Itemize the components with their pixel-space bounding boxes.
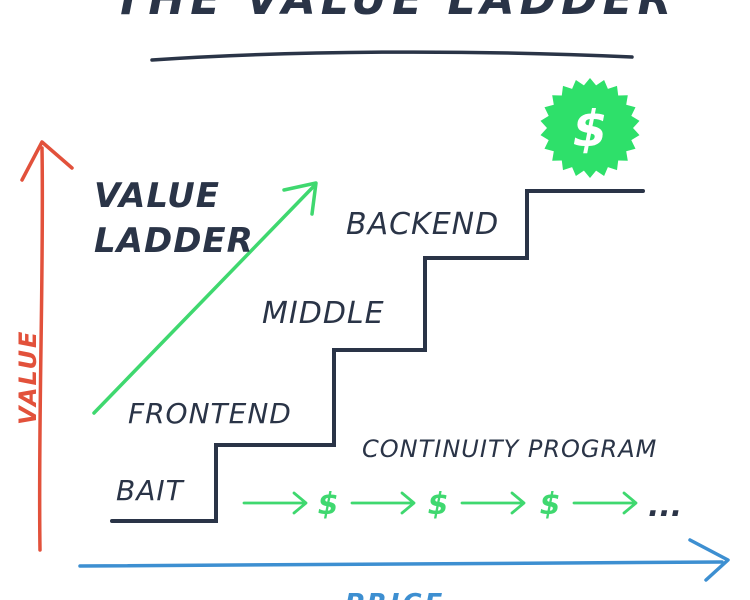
flow-arrow xyxy=(572,491,638,515)
flow-dollar: $ xyxy=(540,487,561,522)
flow-dollar: $ xyxy=(318,487,339,522)
flow-ellipsis: ... xyxy=(648,489,682,524)
diagram-title: THE VALUE LADDER xyxy=(113,0,676,25)
y-axis xyxy=(37,146,45,552)
title-underline xyxy=(150,50,634,62)
dollar-badge-icon: $ xyxy=(540,78,640,178)
step-label-frontend: FRONTEND xyxy=(128,397,292,430)
flow-arrow xyxy=(350,491,416,515)
step-label-middle: MIDDLE xyxy=(262,296,385,331)
x-axis xyxy=(78,560,724,568)
growth-arrow xyxy=(92,184,316,415)
continuity-label: CONTINUITY PROGRAM xyxy=(362,435,657,463)
ladder-label-line-1: VALUE xyxy=(94,176,220,216)
continuity-flow: $ $ $ ... xyxy=(242,487,682,524)
badge-dollar: $ xyxy=(573,100,608,158)
growth-arrowhead xyxy=(282,181,318,216)
staircase xyxy=(110,189,645,523)
flow-arrow xyxy=(460,491,526,515)
y-axis-arrowhead xyxy=(20,140,74,182)
ladder-label-line-2: LADDER xyxy=(94,221,254,261)
x-axis-label: PRICE xyxy=(345,589,446,600)
flow-dollar: $ xyxy=(428,487,449,522)
step-label-bait: BAIT xyxy=(116,474,185,507)
x-axis-arrowhead xyxy=(688,538,730,582)
step-label-backend: BACKEND xyxy=(346,207,499,242)
y-axis-label: VALUE xyxy=(14,330,42,425)
flow-arrow xyxy=(242,491,308,515)
